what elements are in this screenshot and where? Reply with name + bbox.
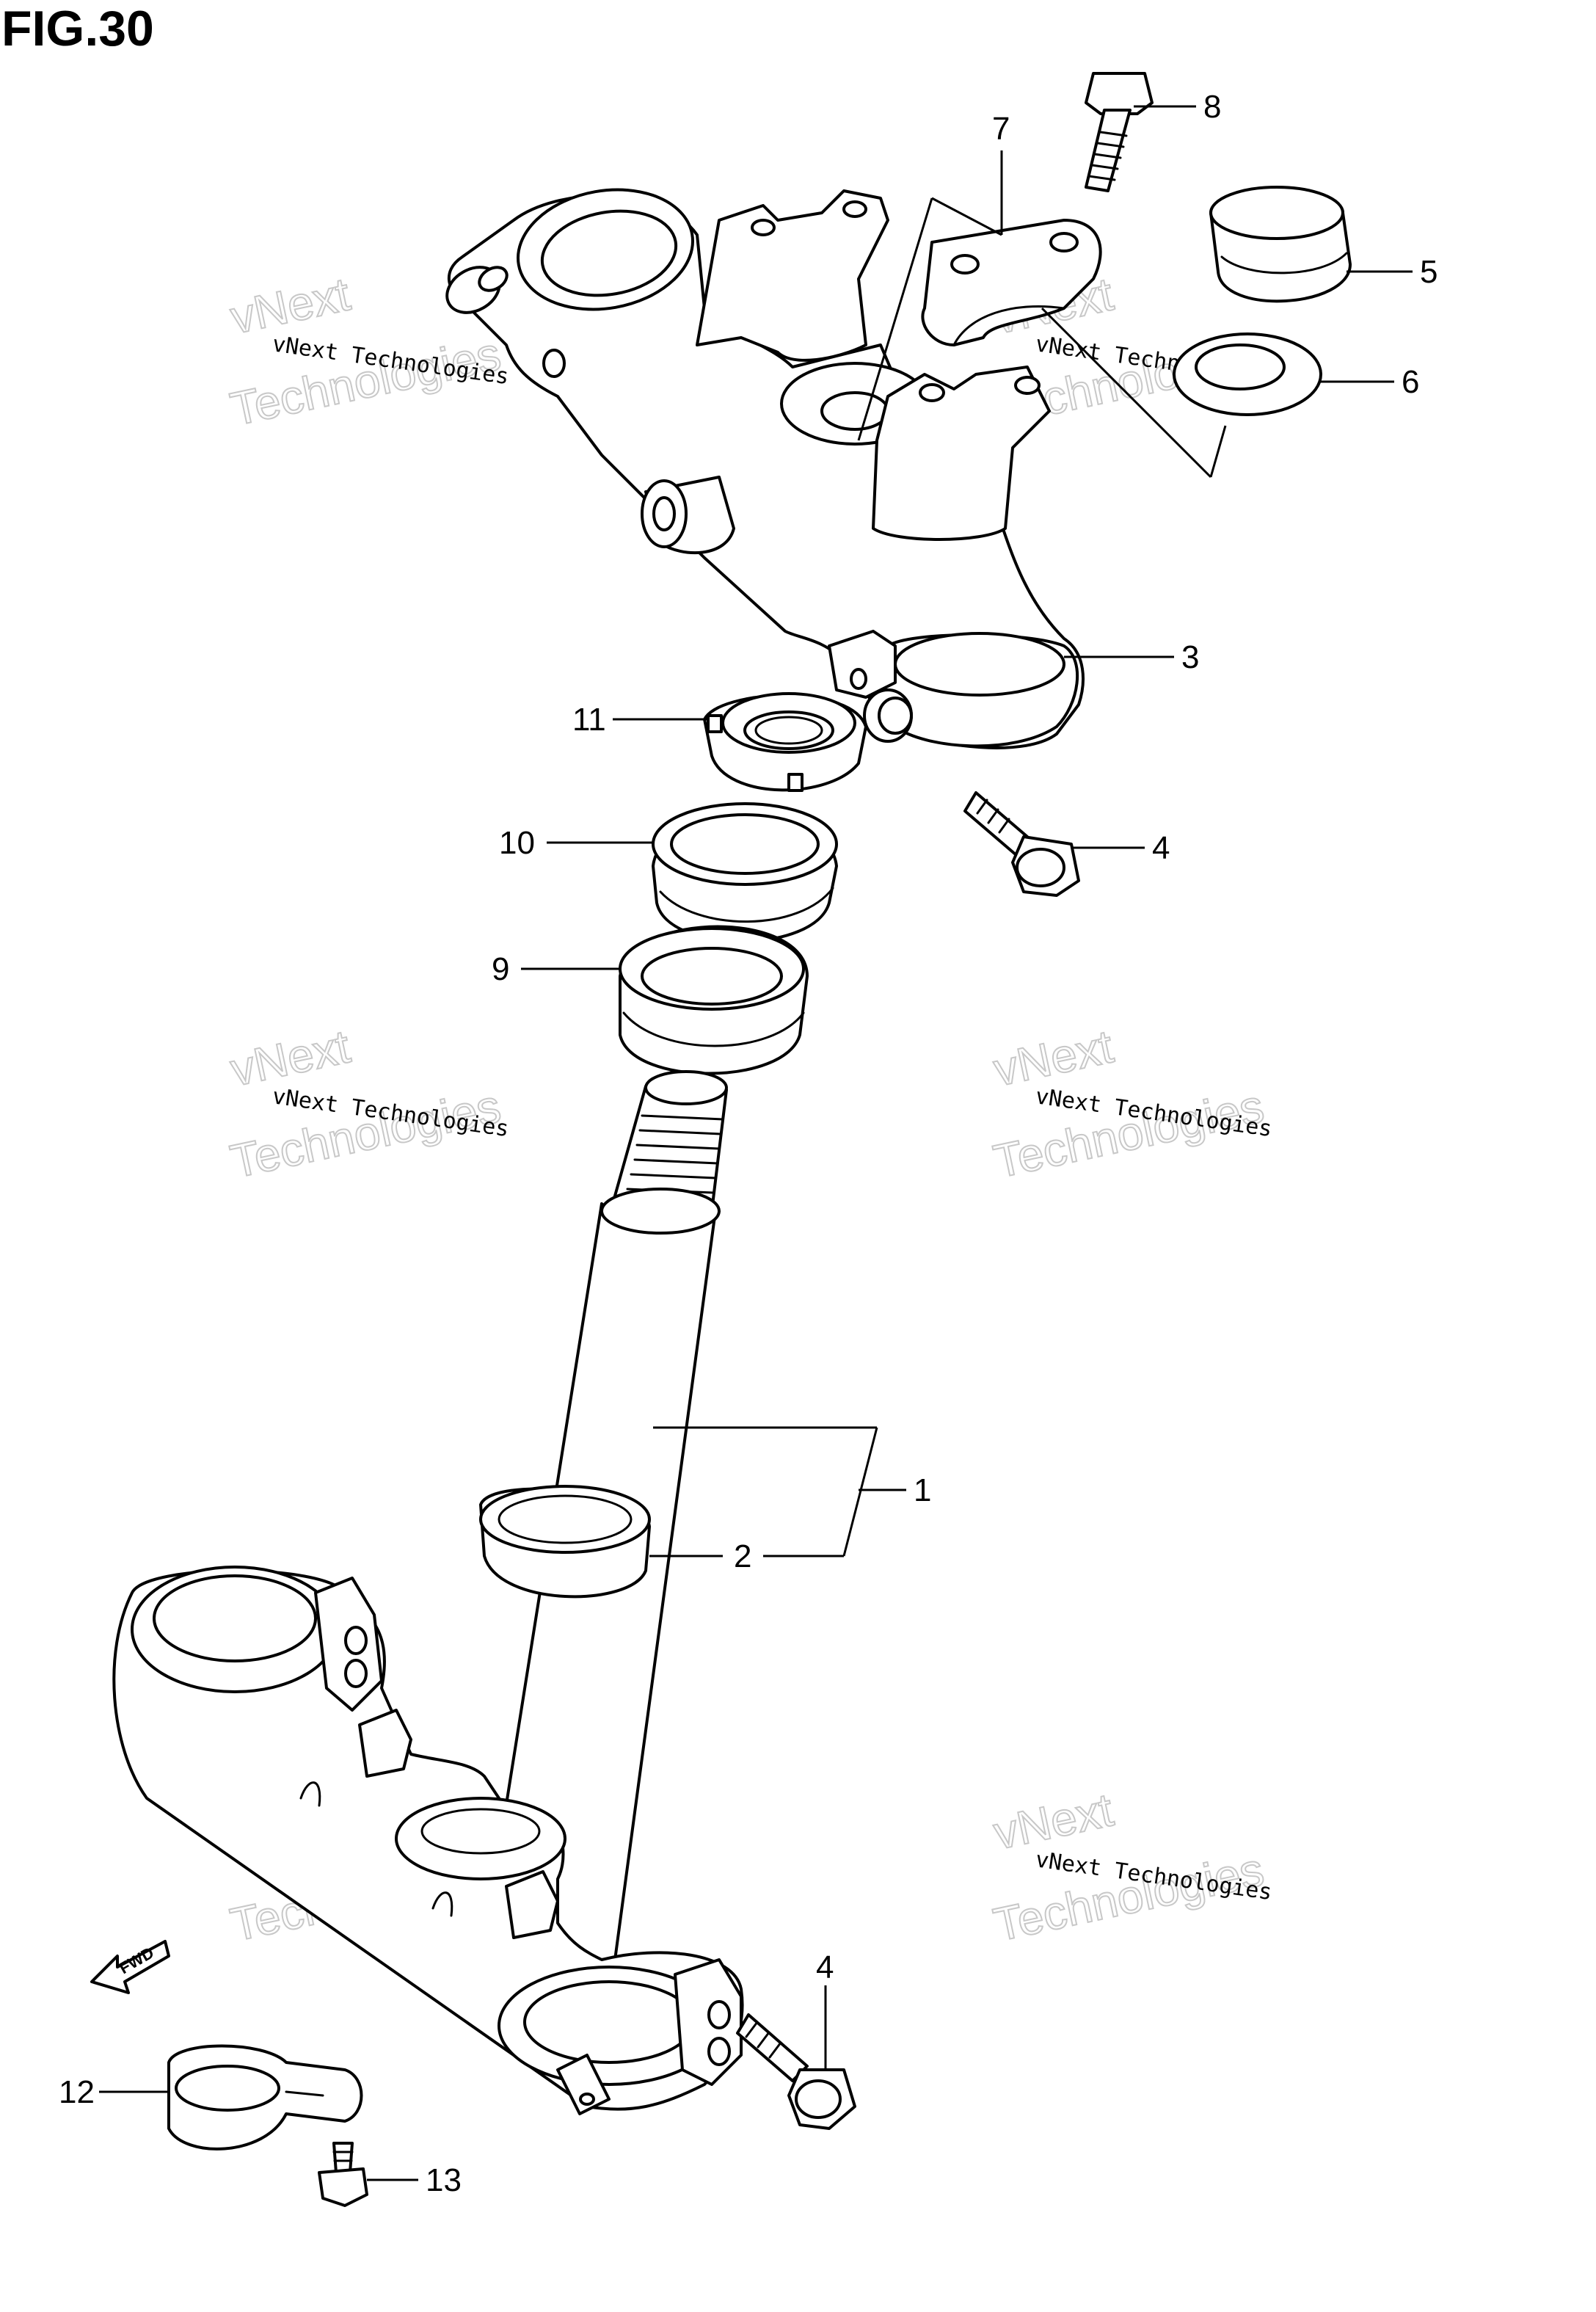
dust-seal-part-10	[652, 802, 838, 943]
callout-9: 9	[492, 951, 509, 987]
callout-13: 13	[426, 2162, 462, 2198]
handlebar-holder-part-7	[921, 219, 1102, 346]
upper-bracket	[445, 188, 1085, 749]
callout-10: 10	[499, 825, 535, 861]
callout-numbers: 8 7 5 6 3 11 4 10 9 1 2 4 12 13	[59, 89, 1438, 2198]
watermark-1: vNext Technologies vNext Technologies	[225, 266, 511, 436]
lower-bracket	[112, 1566, 744, 2115]
figure-title: FIG.30	[1, 1, 154, 57]
callout-12: 12	[59, 2074, 95, 2110]
callout-6: 6	[1402, 364, 1419, 400]
svg-text:vNext: vNext	[989, 1783, 1118, 1859]
bearing-part-9	[619, 925, 809, 1075]
callout-1: 1	[914, 1472, 931, 1508]
svg-text:vNext: vNext	[226, 267, 354, 343]
screw-part-13	[318, 2142, 368, 2207]
watermark-4: vNext Technologies vNext Technologies	[988, 1019, 1274, 1188]
cap-part-5	[1209, 186, 1352, 303]
callout-4-lower: 4	[816, 1949, 834, 1985]
race-part-2	[479, 1485, 651, 1599]
clamp-part-12	[167, 2044, 363, 2151]
watermark-3: vNext Technologies vNext Technologies	[225, 1019, 511, 1188]
stem-nut-part-11	[703, 692, 867, 792]
callout-11: 11	[572, 702, 606, 738]
bolt-part-8	[1085, 72, 1154, 192]
callout-7: 7	[992, 111, 1010, 147]
fwd-arrow-icon: FWD	[90, 1940, 170, 1994]
callout-4-upper: 4	[1152, 830, 1170, 866]
svg-text:vNext: vNext	[226, 1019, 354, 1096]
bolt-part-4-upper	[963, 791, 1080, 897]
watermark-6: vNext Technologies vNext Technologies	[988, 1782, 1274, 1952]
callout-8: 8	[1203, 89, 1221, 125]
callout-5: 5	[1420, 254, 1438, 290]
leader-lines	[99, 105, 1413, 2181]
svg-text:vNext: vNext	[989, 1019, 1118, 1096]
callout-2: 2	[734, 1538, 751, 1574]
washer-part-6	[1173, 332, 1322, 416]
bolt-part-4-lower	[736, 2013, 856, 2130]
callout-3: 3	[1181, 639, 1199, 675]
